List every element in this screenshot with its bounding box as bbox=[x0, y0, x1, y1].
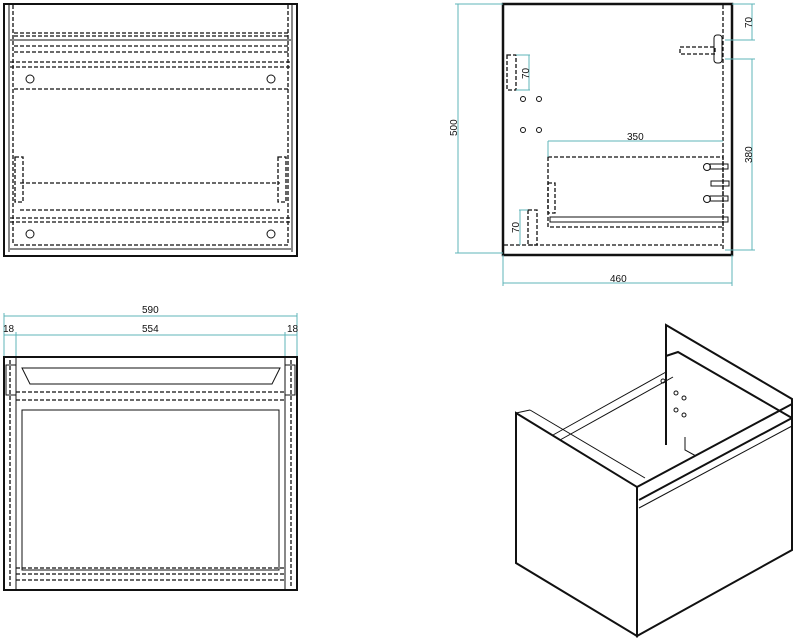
height-dimension: 500 bbox=[449, 119, 460, 136]
overall-width-dimension: 590 bbox=[142, 305, 159, 316]
upper-bracket-dimension: 70 bbox=[521, 67, 532, 79]
isometric-view bbox=[515, 323, 793, 638]
inner-width-dimension: 554 bbox=[142, 324, 159, 335]
rail-height-dimension: 380 bbox=[744, 146, 755, 163]
right-panel-dimension: 18 bbox=[287, 324, 299, 335]
left-panel-dimension: 18 bbox=[3, 324, 15, 335]
top-offset-dimension: 70 bbox=[744, 16, 755, 28]
lower-bracket-dimension: 70 bbox=[511, 221, 522, 233]
side-view: 500 460 70 380 350 70 70 bbox=[449, 2, 755, 286]
drawer-depth-dimension: 350 bbox=[627, 132, 644, 143]
front-view bbox=[3, 3, 298, 257]
hanging-hole-icon bbox=[266, 74, 276, 84]
hanging-hole-icon bbox=[25, 229, 35, 239]
depth-dimension: 460 bbox=[610, 274, 627, 285]
hanging-hole-icon bbox=[266, 229, 276, 239]
top-view: 590 18 554 18 bbox=[3, 305, 299, 591]
hanging-hole-icon bbox=[25, 74, 35, 84]
